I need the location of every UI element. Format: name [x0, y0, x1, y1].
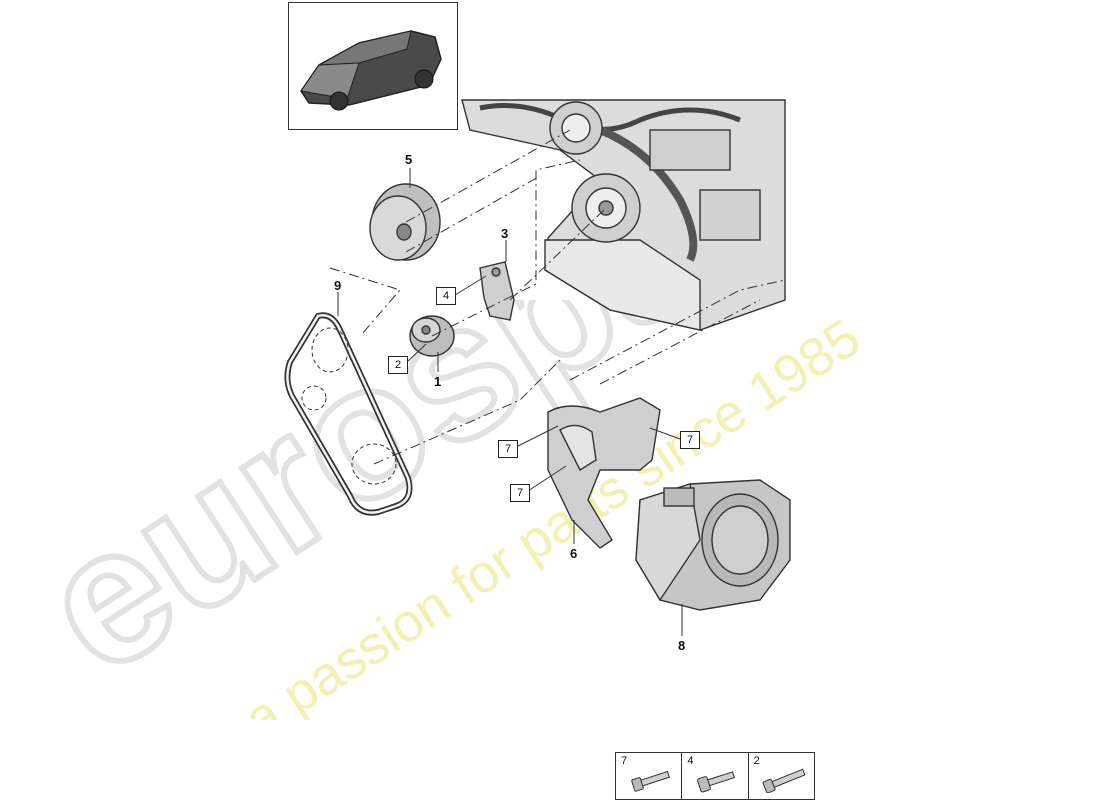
part-label-9: 9	[334, 278, 342, 293]
car-suv-icon	[300, 30, 442, 111]
legend-number: 2	[753, 755, 760, 767]
part-5-pulley	[369, 183, 441, 261]
bolt-icon	[631, 770, 670, 792]
part-label-5: 5	[405, 152, 413, 167]
legend-number: 4	[687, 755, 694, 767]
part-9-belt	[284, 312, 413, 516]
fastener-ref-4: 4	[436, 287, 456, 305]
fastener-ref-7: 7	[510, 484, 530, 502]
legend-cell: 4	[682, 753, 749, 799]
part-3-bracket	[479, 261, 515, 321]
bolt-icon	[762, 768, 806, 793]
vehicle-thumbnail	[288, 2, 458, 130]
legend-cell: 2	[749, 753, 814, 799]
fastener-legend: 7 4 2	[615, 752, 815, 800]
legend-cell: 7	[616, 753, 683, 799]
assembly-lines	[329, 129, 786, 465]
legend-number: 7	[621, 755, 628, 767]
part-label-6: 6	[570, 546, 578, 561]
part-label-8: 8	[678, 638, 686, 653]
fastener-ref-2: 2	[388, 356, 408, 374]
part-8-compressor	[635, 479, 791, 611]
fastener-ref-7: 7	[498, 440, 518, 458]
part-label-3: 3	[501, 226, 509, 241]
part-6-bracket	[547, 397, 661, 549]
leader-lines	[337, 168, 683, 636]
bolt-icon	[697, 771, 736, 793]
fastener-ref-7: 7	[680, 431, 700, 449]
engine-block	[461, 99, 786, 331]
part-label-1: 1	[434, 374, 442, 389]
